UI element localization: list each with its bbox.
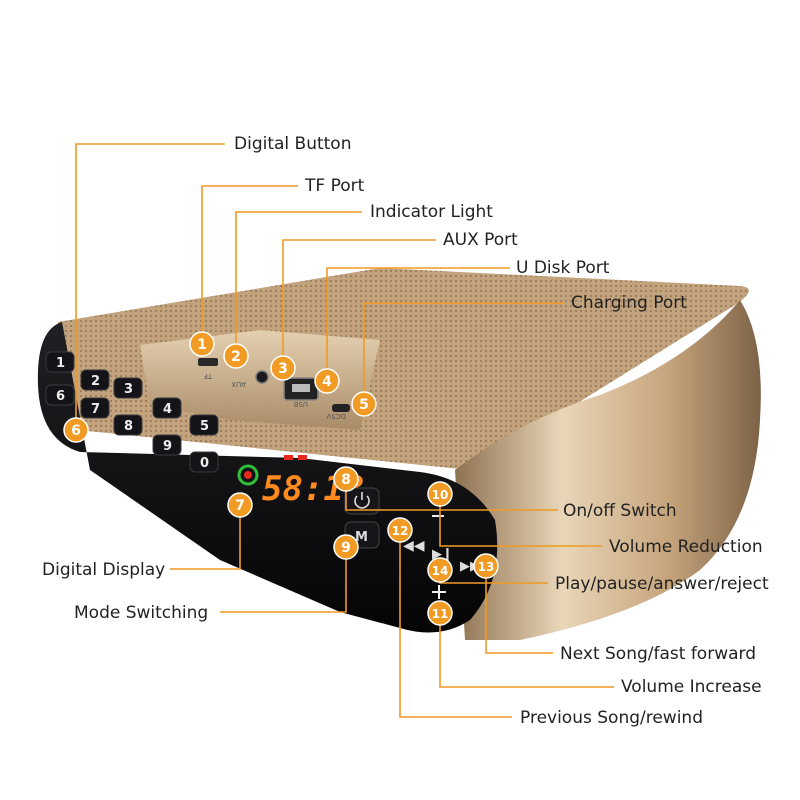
svg-text:8: 8 (341, 472, 351, 488)
svg-text:1: 1 (56, 356, 65, 371)
svg-text:9: 9 (163, 439, 172, 454)
number-key-2[interactable]: 2 (80, 369, 110, 391)
svg-text:13: 13 (478, 560, 495, 574)
svg-text:◀◀: ◀◀ (403, 538, 425, 554)
svg-text:USB: USB (293, 400, 308, 408)
svg-text:DC5V: DC5V (326, 412, 346, 420)
label-indicator-light: Indicator Light (370, 202, 493, 222)
svg-text:14: 14 (432, 564, 449, 578)
speaker-end-cap (455, 300, 761, 640)
svg-text:9: 9 (341, 540, 351, 556)
svg-text:8: 8 (124, 419, 133, 434)
svg-text:6: 6 (56, 389, 65, 404)
callout-marker-8: 8 (333, 466, 359, 492)
callout-marker-2: 2 (223, 343, 249, 369)
callout-marker-6: 6 (63, 417, 89, 443)
front-panel (37, 322, 498, 633)
label-volume-increase: Volume Increase (621, 677, 762, 697)
label-volume-reduction: Volume Reduction (609, 537, 763, 557)
label-digital-display: Digital Display (42, 560, 166, 580)
callout-marker-3: 3 (270, 355, 296, 381)
callout-marker-1: 1 (189, 331, 215, 357)
svg-text:0: 0 (200, 456, 209, 471)
svg-text:2: 2 (231, 349, 241, 365)
label-tf-port: TF Port (305, 176, 365, 196)
svg-text:5: 5 (359, 397, 369, 413)
svg-text:3: 3 (278, 361, 288, 377)
label-previous-song: Previous Song/rewind (520, 708, 703, 728)
svg-text:5: 5 (200, 419, 209, 434)
previous-icon[interactable]: ◀◀ (403, 538, 425, 554)
label-on-off-switch: On/off Switch (563, 501, 677, 521)
callout-marker-11: 11 (427, 600, 453, 626)
callout-marker-14: 14 (427, 557, 453, 583)
number-key-4[interactable]: 4 (152, 397, 182, 419)
callout-marker-12: 12 (387, 517, 413, 543)
svg-text:4: 4 (163, 402, 172, 417)
power-button[interactable] (344, 487, 380, 515)
svg-text:TF: TF (204, 372, 213, 380)
speaker-top-grille (52, 268, 749, 470)
label-play-pause: Play/pause/answer/reject (555, 574, 769, 594)
label-next-song: Next Song/fast forward (560, 644, 756, 664)
svg-text:M: M (355, 530, 368, 545)
callout-marker-4: 4 (314, 368, 340, 394)
label-mode-switching: Mode Switching (74, 603, 209, 623)
svg-text:10: 10 (432, 488, 449, 502)
svg-text:7: 7 (235, 498, 245, 514)
callout-marker-10: 10 (427, 481, 453, 507)
callout-marker-5: 5 (351, 391, 377, 417)
callout-marker-7: 7 (227, 492, 253, 518)
port-strip: TF AUX USB DC5V (198, 358, 350, 420)
number-key-1[interactable]: 1 (45, 351, 75, 373)
svg-text:AUX: AUX (231, 380, 246, 388)
speaker-device: TF AUX USB DC5V (37, 268, 761, 640)
label-aux-port: AUX Port (443, 230, 518, 250)
number-key-0[interactable]: 0 (189, 451, 219, 473)
svg-text:6: 6 (71, 423, 81, 439)
callout-marker-13: 13 (473, 553, 499, 579)
number-key-7[interactable]: 7 (80, 397, 110, 419)
svg-text:4: 4 (322, 374, 332, 390)
svg-text:3: 3 (124, 382, 133, 397)
label-u-disk-port: U Disk Port (516, 258, 610, 278)
number-key-9[interactable]: 9 (152, 434, 182, 456)
number-key-5[interactable]: 5 (189, 414, 219, 436)
number-key-6[interactable]: 6 (45, 384, 75, 406)
callout-marker-9: 9 (333, 534, 359, 560)
leader-lines (75, 143, 614, 718)
svg-text:2: 2 (91, 374, 100, 389)
volume-plus-icon[interactable] (432, 585, 446, 599)
svg-text:12: 12 (392, 524, 409, 538)
number-key-3[interactable]: 3 (113, 377, 143, 399)
label-digital-button: Digital Button (234, 134, 352, 154)
label-charging-port: Charging Port (571, 293, 687, 313)
svg-text:7: 7 (91, 402, 100, 417)
number-key-8[interactable]: 8 (113, 414, 143, 436)
svg-text:1: 1 (197, 337, 207, 353)
svg-text:11: 11 (432, 607, 449, 621)
